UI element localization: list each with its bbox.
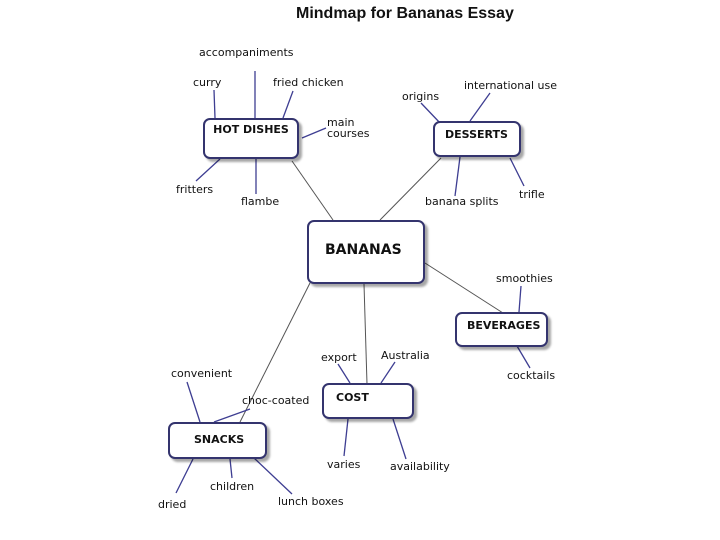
label-accompaniments: accompaniments xyxy=(199,46,294,59)
node-snacks-label: SNACKS xyxy=(194,433,245,446)
label-main-courses: main courses xyxy=(327,116,370,140)
connector-cocktails xyxy=(516,345,531,369)
label-origins: origins xyxy=(402,90,440,103)
node-desserts-label: DESSERTS xyxy=(445,128,508,141)
label-trifle: trifle xyxy=(519,188,545,201)
label-availability: availability xyxy=(390,460,450,473)
label-lunch-boxes: lunch boxes xyxy=(278,495,344,508)
connector-lunch-boxes xyxy=(253,457,293,495)
connector-trifle xyxy=(509,157,525,187)
connector-fried-chicken xyxy=(282,90,294,119)
label-banana-splits: banana splits xyxy=(425,195,499,208)
node-snacks[interactable]: SNACKS xyxy=(168,422,267,459)
label-fried-chicken: fried chicken xyxy=(273,76,344,89)
label-varies: varies xyxy=(327,458,361,471)
label-flambe: flambe xyxy=(241,195,280,208)
label-cocktails: cocktails xyxy=(507,369,556,382)
node-hot-dishes[interactable]: HOT DISHES xyxy=(203,118,299,159)
label-export: export xyxy=(321,351,357,364)
connector-center-cost xyxy=(363,283,368,385)
connector-center-snacks xyxy=(239,282,311,423)
label-convenient: convenient xyxy=(171,367,233,380)
connector-main-courses xyxy=(301,127,327,139)
node-beverages-label: BEVERAGES xyxy=(467,319,541,332)
connector-varies xyxy=(343,418,349,457)
connector-export xyxy=(337,363,351,384)
label-curry: curry xyxy=(193,76,222,89)
connector-dried xyxy=(175,458,194,494)
page-title: Mindmap for Bananas Essay xyxy=(296,5,514,22)
connector-australia xyxy=(380,361,396,384)
node-hot-dishes-label: HOT DISHES xyxy=(213,123,289,136)
node-desserts[interactable]: DESSERTS xyxy=(433,121,521,157)
node-bananas-label: BANANAS xyxy=(325,242,402,258)
label-dried: dried xyxy=(158,498,187,511)
connector-international-use xyxy=(469,92,491,122)
connector-curry xyxy=(213,89,216,119)
label-international-use: international use xyxy=(464,79,557,92)
label-australia: Australia xyxy=(381,349,430,362)
label-fritters: fritters xyxy=(176,183,214,196)
connector-children xyxy=(229,458,233,479)
node-cost[interactable]: COST xyxy=(322,383,414,419)
label-smoothies: smoothies xyxy=(496,272,553,285)
connector-choc-coated xyxy=(213,408,251,423)
label-children: children xyxy=(210,480,255,493)
connector-smoothies xyxy=(518,285,522,313)
connector-origins xyxy=(420,102,442,125)
connector-center-beverages xyxy=(424,262,504,314)
connector-banana-splits xyxy=(454,156,461,197)
node-bananas[interactable]: BANANAS xyxy=(307,220,425,284)
connector-convenient xyxy=(186,381,201,423)
label-choc-coated: choc-coated xyxy=(242,394,310,407)
connector-center-hot-dishes xyxy=(291,160,334,221)
node-beverages[interactable]: BEVERAGES xyxy=(455,312,548,347)
connector-fritters xyxy=(195,158,221,182)
node-cost-label: COST xyxy=(336,391,369,404)
connector-availability xyxy=(392,418,407,460)
connector-center-desserts xyxy=(379,157,442,221)
